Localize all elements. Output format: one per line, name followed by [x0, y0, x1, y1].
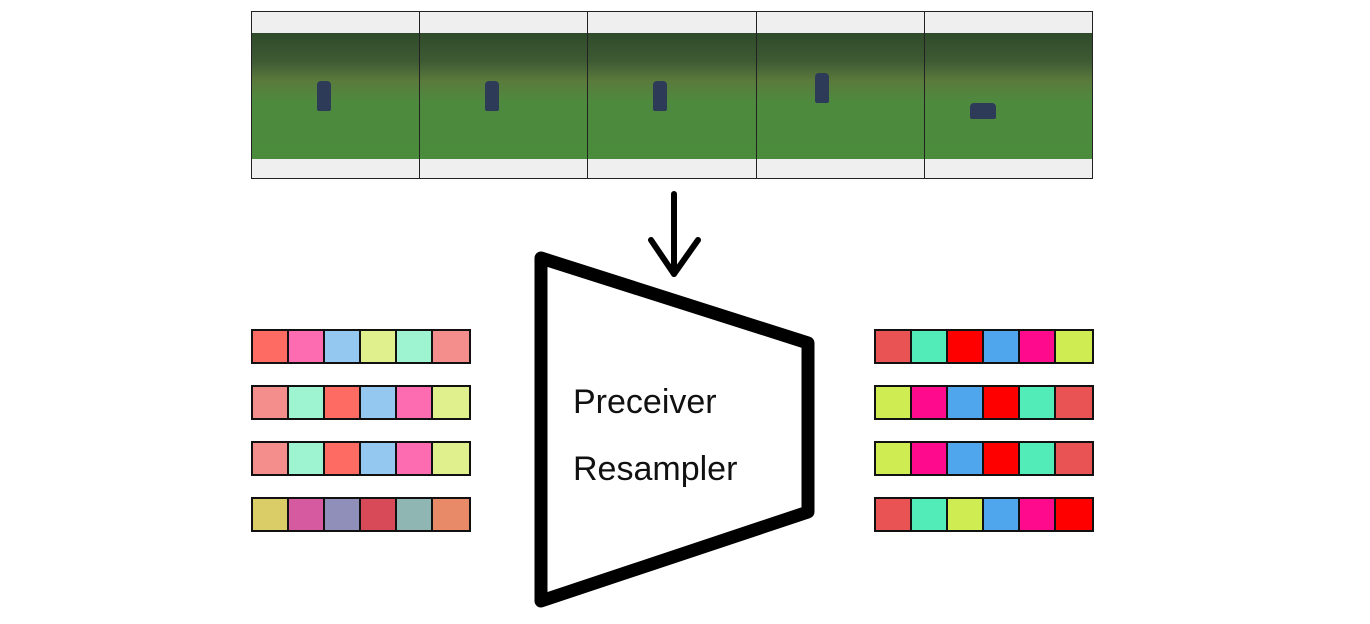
input-token-row — [251, 497, 471, 532]
output-token-cell — [1056, 499, 1092, 530]
input-token-cell — [289, 443, 325, 474]
input-token-cell — [397, 331, 433, 362]
input-token-cell — [433, 387, 469, 418]
input-token-cell — [361, 331, 397, 362]
output-token-cell — [948, 499, 984, 530]
output-token-cell — [984, 331, 1020, 362]
output-token-cell — [1020, 499, 1056, 530]
input-token-cell — [289, 387, 325, 418]
output-token-cell — [1056, 331, 1092, 362]
video-frame-strip — [251, 11, 1093, 179]
output-token-cell — [1056, 443, 1092, 474]
input-token-row — [251, 329, 471, 364]
input-token-cell — [325, 387, 361, 418]
output-token-cell — [912, 331, 948, 362]
output-token-cell — [948, 443, 984, 474]
output-token-row — [874, 441, 1094, 476]
input-token-cell — [325, 331, 361, 362]
input-token-cell — [361, 443, 397, 474]
resampler-trapezoid — [534, 251, 815, 608]
output-token-cell — [1020, 443, 1056, 474]
video-frame — [252, 12, 421, 178]
golf-swing-image — [588, 33, 756, 159]
golf-swing-image — [756, 33, 924, 159]
input-token-cell — [289, 331, 325, 362]
video-frame — [924, 12, 1093, 178]
input-token-cell — [325, 499, 361, 530]
output-token-cell — [1056, 387, 1092, 418]
output-token-row — [874, 329, 1094, 364]
module-label-line1: Preceiver — [573, 383, 717, 421]
input-token-row — [251, 385, 471, 420]
input-token-cell — [253, 443, 289, 474]
output-token-cell — [984, 499, 1020, 530]
output-token-cell — [876, 387, 912, 418]
input-token-cell — [253, 499, 289, 530]
input-token-cell — [433, 443, 469, 474]
golf-swing-image — [252, 33, 420, 159]
output-token-cell — [984, 443, 1020, 474]
input-token-cell — [253, 331, 289, 362]
output-token-cell — [948, 387, 984, 418]
output-token-cell — [1020, 387, 1056, 418]
input-token-cell — [397, 387, 433, 418]
module-label-line2: Resampler — [573, 450, 738, 488]
output-token-cell — [876, 499, 912, 530]
input-token-cell — [397, 499, 433, 530]
input-token-cell — [253, 387, 289, 418]
input-token-row — [251, 441, 471, 476]
video-frame — [588, 12, 757, 178]
output-token-cell — [876, 443, 912, 474]
output-token-cell — [912, 499, 948, 530]
input-token-cell — [325, 443, 361, 474]
output-token-cell — [912, 443, 948, 474]
output-token-cell — [912, 387, 948, 418]
input-token-cell — [433, 331, 469, 362]
down-arrow-icon — [648, 191, 701, 277]
input-token-cell — [289, 499, 325, 530]
output-token-cell — [984, 387, 1020, 418]
input-token-cell — [361, 387, 397, 418]
golf-swing-image — [924, 33, 1093, 159]
output-token-cell — [1020, 331, 1056, 362]
input-token-cell — [361, 499, 397, 530]
input-token-cell — [433, 499, 469, 530]
input-token-cell — [397, 443, 433, 474]
video-frame — [420, 12, 589, 178]
video-frame — [756, 12, 925, 178]
output-token-row — [874, 497, 1094, 532]
output-token-cell — [876, 331, 912, 362]
golf-swing-image — [420, 33, 588, 159]
output-token-row — [874, 385, 1094, 420]
output-token-cell — [948, 331, 984, 362]
